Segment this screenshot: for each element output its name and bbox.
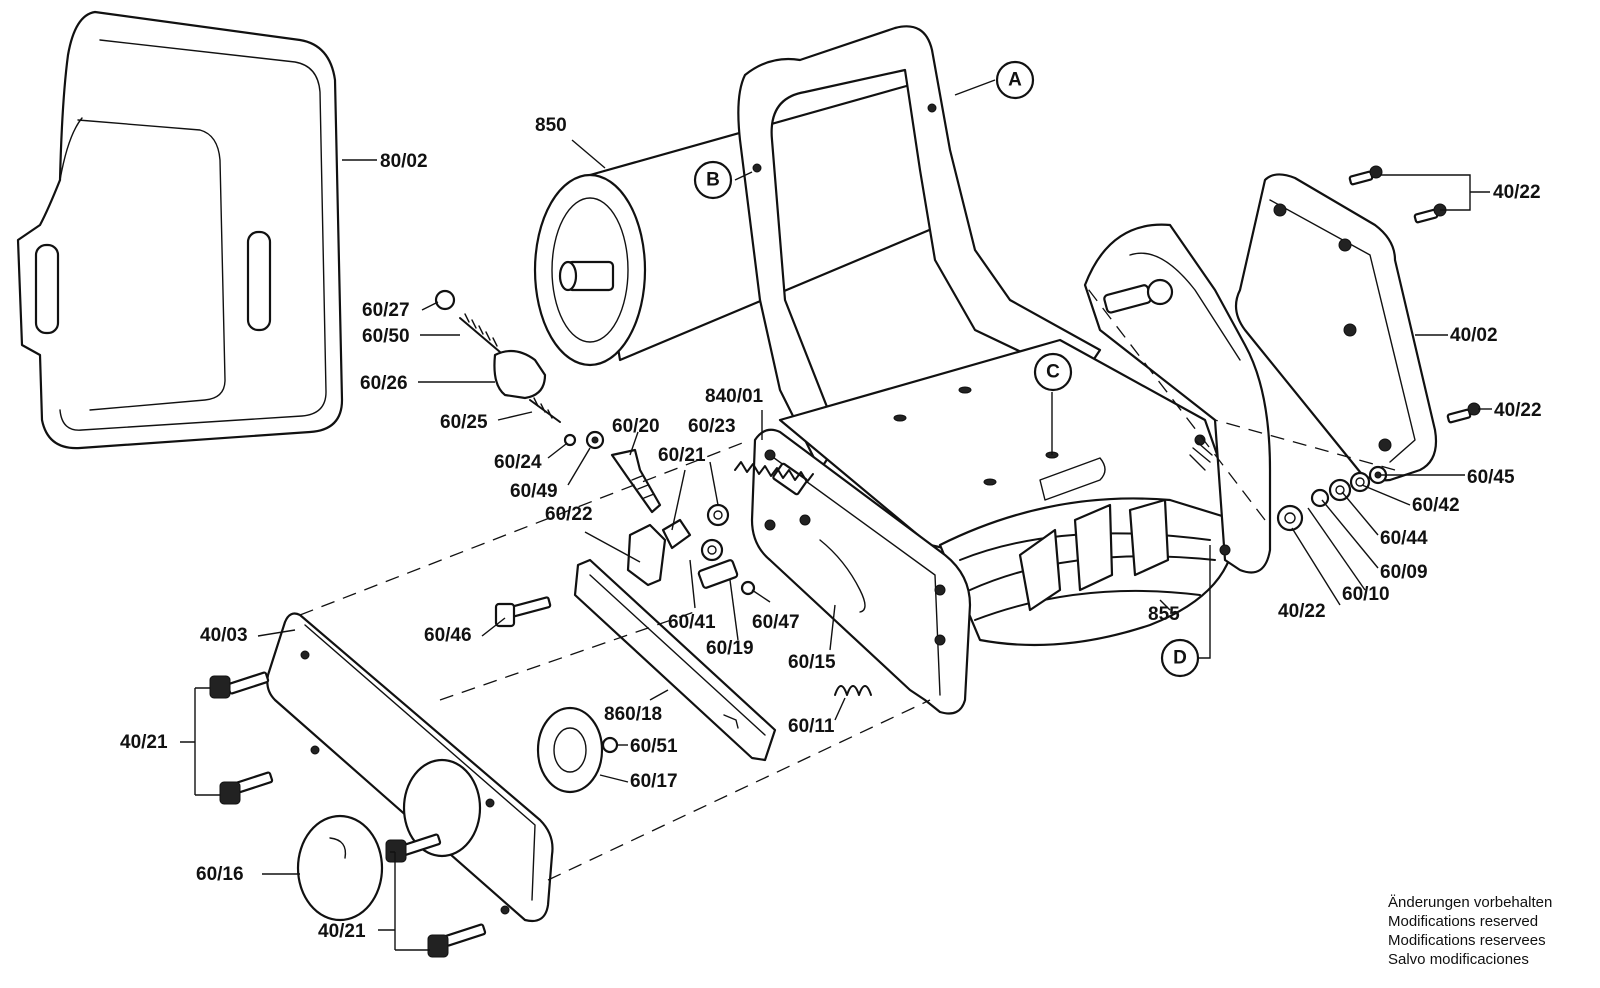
label-60-44: 60/44 [1380,528,1428,549]
callout-D-text: D [1173,648,1187,669]
label-60-45: 60/45 [1467,467,1515,488]
end-cover [266,612,554,923]
label-60-10: 60/10 [1342,584,1390,605]
label-60-09: 60/09 [1380,562,1428,583]
adjuster-assembly [434,289,605,450]
label-60-46: 60/46 [424,625,472,646]
label-40-22-mid: 40/22 [1494,400,1542,421]
label-60-27: 60/27 [362,300,410,321]
label-60-24: 60/24 [494,452,542,473]
label-850: 850 [535,115,567,136]
label-40-21-b: 40/21 [318,921,366,942]
label-855: 855 [1148,604,1180,625]
handle-bracket [737,25,1102,472]
label-60-47: 60/47 [752,612,800,633]
leader-lines [180,79,1492,951]
label-40-02: 40/02 [1450,325,1498,346]
screw-40-22-top [1348,165,1481,424]
washer-stack-right [1276,465,1388,532]
label-60-50: 60/50 [362,326,410,347]
label-40-21-a: 40/21 [120,732,168,753]
callout-B-text: B [706,170,720,191]
disk-60-17 [536,706,619,794]
label-60-15: 60/15 [788,652,836,673]
note-line-fr: Modifications reservees [1388,932,1546,949]
callout-C-text: C [1046,362,1060,383]
modification-note: Änderungen vorbehalten Modifications res… [1388,893,1552,969]
label-840-01: 840/01 [705,386,764,407]
note-line-es: Salvo modificaciones [1388,951,1529,968]
callout-B: B [693,160,733,200]
callout-C: C [1033,352,1073,392]
assembly-lines [299,284,1396,881]
spring-60-11 [834,685,872,696]
label-60-25: 60/25 [440,412,488,433]
label-60-49: 60/49 [510,481,558,502]
label-80-02: 80/02 [380,151,428,172]
left-side-plate [750,428,972,715]
cutting-cylinder [938,497,1237,647]
rail-860-18 [573,558,777,762]
label-60-21: 60/21 [658,445,706,466]
note-line-de: Änderungen vorbehalten [1388,894,1553,911]
right-cover [1234,173,1438,482]
callout-A-text: A [1008,70,1022,91]
bolt-60-46 [494,596,552,628]
label-60-26: 60/26 [360,373,408,394]
spring-60-15 [734,461,866,613]
grass-box-cover [16,10,344,450]
label-60-16: 60/16 [196,864,244,885]
label-60-41: 60/41 [668,612,716,633]
label-60-23: 60/23 [688,416,736,437]
label-60-19: 60/19 [706,638,754,659]
label-60-51: 60/51 [630,736,678,757]
bracket-60-22 [626,503,756,596]
note-line-en: Modifications reserved [1388,913,1539,930]
pin-60-20 [610,448,662,514]
label-40-22-top: 40/22 [1493,182,1541,203]
label-860-18: 860/18 [604,704,662,725]
label-40-03: 40/03 [200,625,248,646]
label-60-42: 60/42 [1412,495,1460,516]
right-side-plate [1083,223,1272,574]
callout-A: A [995,60,1035,100]
cap-60-16 [296,814,384,922]
label-60-22: 60/22 [545,504,593,525]
screws-40-21 [209,671,487,958]
callout-D: D [1160,638,1200,678]
label-60-17: 60/17 [630,771,678,792]
label-60-11: 60/11 [788,716,835,737]
label-40-22-low: 40/22 [1278,601,1326,622]
label-60-20: 60/20 [612,416,660,437]
